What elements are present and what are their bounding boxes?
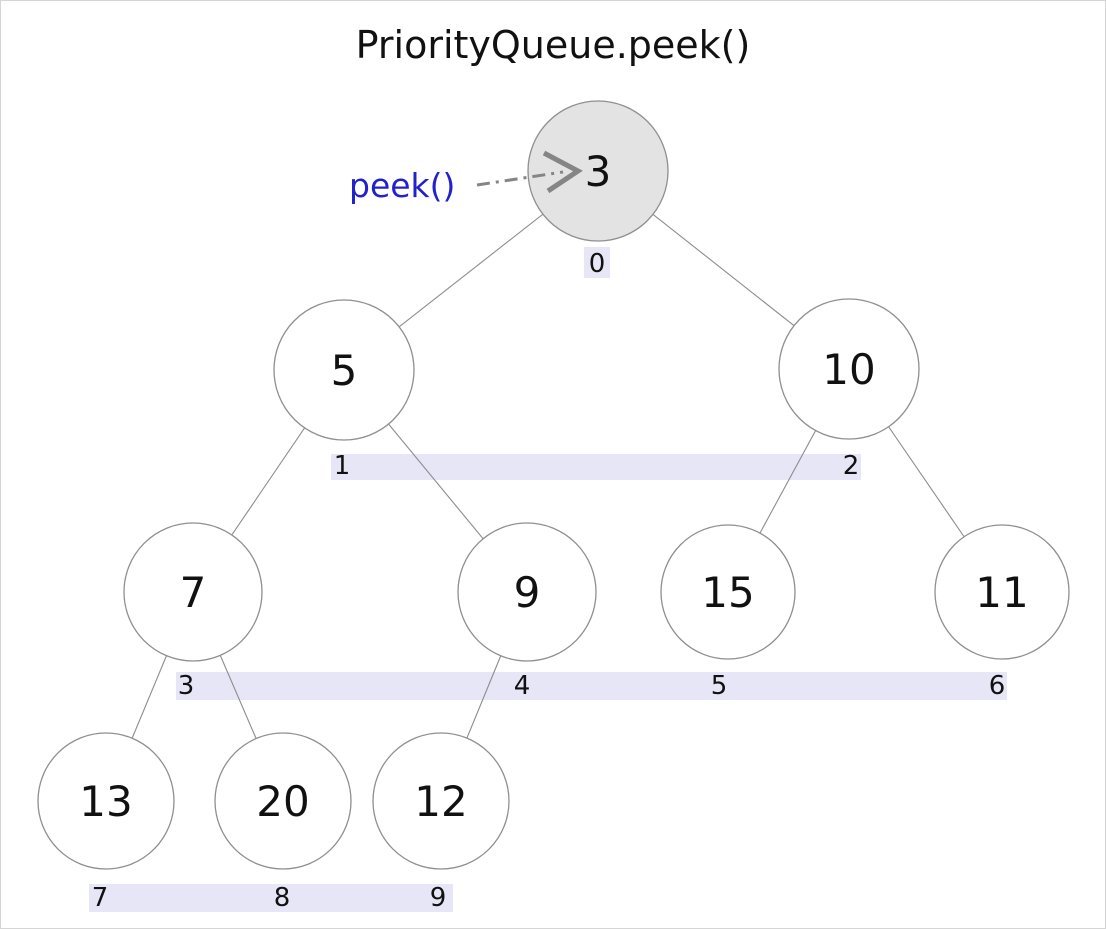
index-label: 4	[514, 671, 531, 701]
node-value: 11	[975, 568, 1028, 617]
node-value: 15	[701, 568, 754, 617]
index-label: 8	[274, 883, 291, 913]
node-value: 5	[331, 346, 358, 395]
tree-node	[273, 299, 415, 441]
index-label: 5	[711, 671, 728, 701]
tree-node	[372, 732, 510, 870]
tree-node	[660, 524, 796, 660]
node-value: 10	[822, 345, 875, 394]
index-strip	[331, 454, 861, 480]
tree-node	[934, 524, 1070, 660]
index-strip	[176, 672, 1007, 700]
node-value: 12	[414, 777, 467, 826]
index-strip	[584, 247, 610, 278]
tree-node	[457, 522, 597, 662]
index-strip	[89, 884, 453, 912]
node-value: 3	[585, 147, 612, 196]
index-label: 7	[92, 883, 109, 913]
tree-node	[123, 522, 263, 662]
node-value: 20	[256, 777, 309, 826]
index-label: 9	[430, 883, 447, 913]
index-label: 0	[589, 249, 606, 279]
peek-arrowhead-icon	[542, 150, 583, 194]
peek-label: peek()	[349, 166, 455, 205]
node-value: 7	[180, 568, 207, 617]
index-label: 1	[334, 451, 351, 481]
figure-title: PriorityQueue.peek()	[355, 23, 751, 67]
node-value: 9	[514, 568, 541, 617]
index-label: 6	[989, 671, 1006, 701]
tree-node	[214, 732, 352, 870]
tree-node-root	[527, 100, 669, 242]
index-label: 3	[178, 671, 195, 701]
index-label: 2	[843, 451, 860, 481]
node-value: 13	[79, 777, 132, 826]
tree-node	[778, 298, 920, 440]
tree-node	[37, 732, 175, 870]
